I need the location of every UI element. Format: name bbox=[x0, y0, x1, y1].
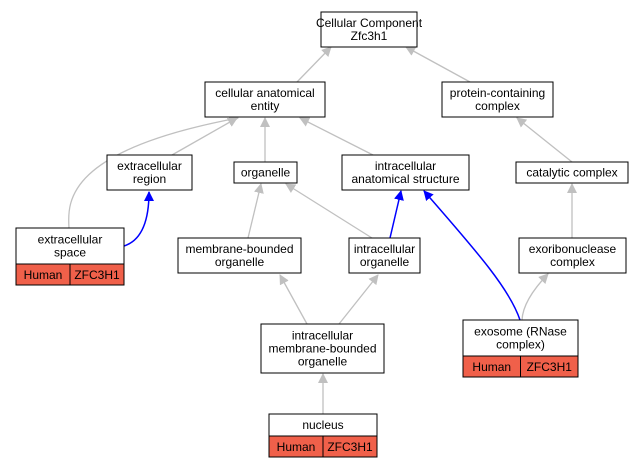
gene-tag bbox=[69, 263, 125, 286]
node-label-line: membrane-bounded bbox=[185, 242, 293, 256]
node-box bbox=[341, 154, 470, 191]
node-organelle[interactable]: organelle bbox=[233, 161, 298, 184]
edge-exos-to-exo bbox=[521, 273, 549, 321]
edge-pcc-to-root bbox=[405, 46, 471, 83]
node-label-line: intracellular bbox=[375, 159, 436, 173]
node-label-line: complex bbox=[475, 99, 520, 113]
node-label-line: anatomical structure bbox=[351, 172, 459, 186]
species-label: Human bbox=[24, 268, 63, 282]
node-box bbox=[204, 81, 326, 118]
node-box bbox=[15, 227, 125, 265]
node-label-line: extracellular bbox=[38, 233, 103, 247]
node-box bbox=[518, 237, 627, 274]
node-label-line: exoribonuclease bbox=[529, 242, 617, 256]
node-label-line: catalytic complex bbox=[526, 166, 617, 180]
gene-tag bbox=[322, 435, 378, 458]
node-label-line: extracellular bbox=[117, 159, 182, 173]
node-box bbox=[320, 11, 418, 48]
node-catalytic-complex[interactable]: catalytic complex bbox=[515, 161, 629, 184]
edge-exos-to-ias bbox=[423, 190, 521, 321]
gene-label: ZFC3H1 bbox=[527, 360, 573, 374]
node-label-line: intracellular bbox=[354, 242, 415, 256]
node-label-line: Zfc3h1 bbox=[351, 29, 388, 43]
edge-mbo-to-org bbox=[247, 183, 264, 239]
edge-es-to-er bbox=[123, 191, 154, 247]
node-box bbox=[441, 81, 554, 118]
node-label-line: entity bbox=[251, 99, 280, 113]
edge-cat-to-pcc bbox=[516, 117, 573, 163]
node-label-line: space bbox=[54, 246, 86, 260]
node-label-line: Cellular Component bbox=[316, 16, 423, 30]
node-box bbox=[177, 237, 302, 274]
node-box bbox=[462, 319, 579, 357]
edges-layer bbox=[68, 46, 577, 414]
node-label-line: exosome (RNase bbox=[474, 325, 567, 339]
node-label-line: nucleus bbox=[302, 418, 343, 432]
edge-io-to-org bbox=[285, 183, 373, 239]
node-label-line: cellular anatomical bbox=[215, 86, 314, 100]
species-label: Human bbox=[277, 440, 316, 454]
edge-er-to-cae bbox=[171, 117, 238, 156]
node-label-line: complex bbox=[550, 255, 595, 269]
node-label-line: organelle bbox=[241, 166, 291, 180]
node-label-line: complex) bbox=[496, 338, 545, 352]
edge-cae-to-root bbox=[296, 46, 332, 83]
node-label-line: organelle bbox=[360, 255, 410, 269]
node-box bbox=[233, 161, 298, 184]
node-box bbox=[106, 154, 193, 191]
node-label-line: organelle bbox=[298, 355, 348, 369]
edge-imbo-to-mbo bbox=[279, 274, 308, 325]
node-label-line: organelle bbox=[215, 255, 265, 269]
species-label: Human bbox=[472, 360, 511, 374]
edge-io-to-ias bbox=[389, 190, 404, 239]
edge-imbo-to-io bbox=[338, 274, 379, 325]
node-box bbox=[515, 161, 629, 184]
node-label-line: membrane-bounded bbox=[268, 342, 376, 356]
node-box bbox=[260, 323, 385, 374]
node-label-line: protein-containing bbox=[450, 86, 545, 100]
edge-es-to-cae bbox=[68, 114, 239, 229]
node-label-line: region bbox=[133, 172, 166, 186]
node-box bbox=[348, 237, 421, 274]
gene-tag bbox=[520, 355, 579, 378]
gene-label: ZFC3H1 bbox=[327, 440, 373, 454]
node-label-line: intracellular bbox=[292, 329, 353, 343]
edge-ias-to-cae bbox=[299, 117, 374, 156]
gene-label: ZFC3H1 bbox=[74, 268, 120, 282]
